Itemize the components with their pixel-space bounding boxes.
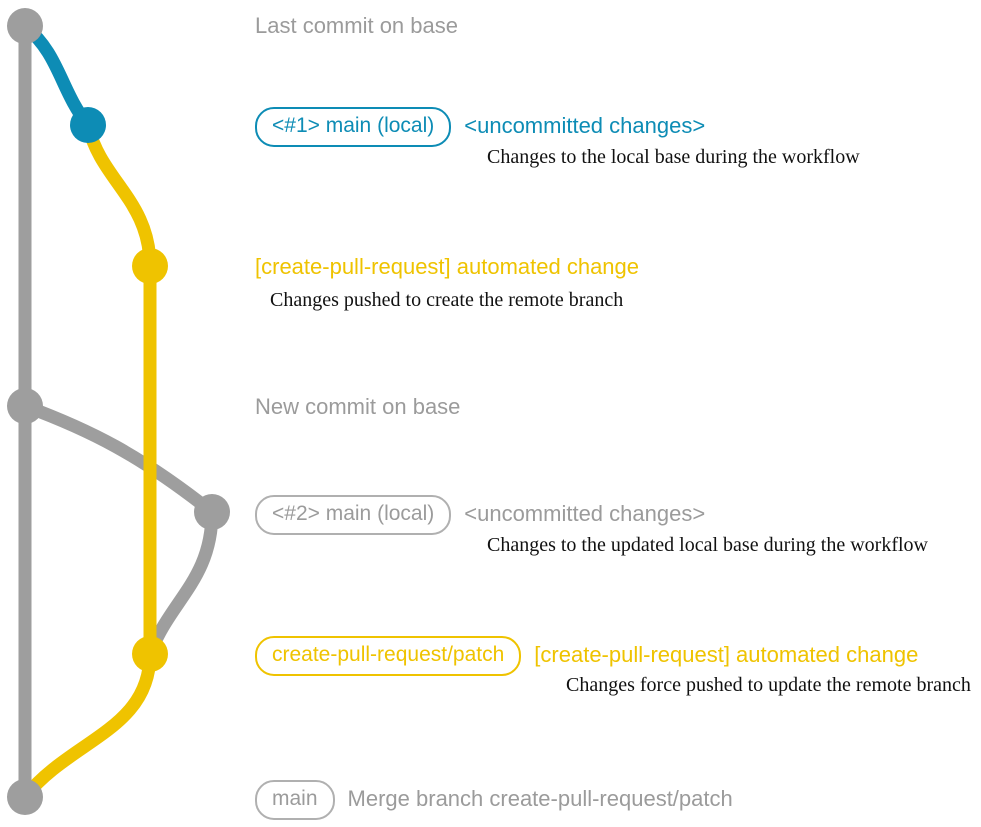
row-local-commit-2: <#2> main (local) <uncommitted changes> <box>255 495 705 535</box>
commit-subject: [create-pull-request] automated change <box>534 642 919 667</box>
remote-branch-line <box>81 118 157 661</box>
commit-subject: <uncommitted changes> <box>464 501 706 526</box>
commit-subject: Last commit on base <box>255 13 458 38</box>
commit-node-remote-1[interactable] <box>132 248 168 284</box>
commit-node-local-1[interactable] <box>70 107 106 143</box>
commit-subject: <uncommitted changes> <box>464 113 706 138</box>
row-new-commit-on-base: New commit on base <box>255 392 460 422</box>
commit-node-base-merge[interactable] <box>7 779 43 815</box>
commit-description: Changes to the updated local base during… <box>487 534 928 556</box>
commit-subject: New commit on base <box>255 394 461 419</box>
commit-description: Changes force pushed to update the remot… <box>566 674 971 696</box>
commit-node-base-new[interactable] <box>7 388 43 424</box>
branch-label-main-local-1[interactable]: <#1> main (local) <box>255 107 452 147</box>
commit-description: Changes to the local base during the wor… <box>487 146 860 168</box>
commit-subject: Merge branch create-pull-request/patch <box>347 786 733 811</box>
local2-to-remote2-line <box>143 505 219 661</box>
base-to-local2-line <box>18 399 219 519</box>
commit-node-base-last[interactable] <box>7 8 43 44</box>
commit-description: Changes pushed to create the remote bran… <box>270 289 624 311</box>
branch-label-create-pull-request-patch[interactable]: create-pull-request/patch <box>255 636 522 676</box>
row-merge-commit: main Merge branch create-pull-request/pa… <box>255 780 733 820</box>
row-local-commit-1: <#1> main (local) <uncommitted changes> <box>255 107 705 147</box>
branch-label-main-local-2[interactable]: <#2> main (local) <box>255 495 452 535</box>
row-remote-commit-1: [create-pull-request] automated change <box>255 252 639 282</box>
commit-node-local-2[interactable] <box>194 494 230 530</box>
remote-merge-line <box>18 647 157 804</box>
row-remote-commit-2: create-pull-request/patch [create-pull-r… <box>255 636 918 676</box>
commit-subject: [create-pull-request] automated change <box>255 254 640 279</box>
branch-label-main[interactable]: main <box>255 780 335 820</box>
commit-node-remote-2[interactable] <box>132 636 168 672</box>
row-last-commit-on-base: Last commit on base <box>255 11 458 41</box>
